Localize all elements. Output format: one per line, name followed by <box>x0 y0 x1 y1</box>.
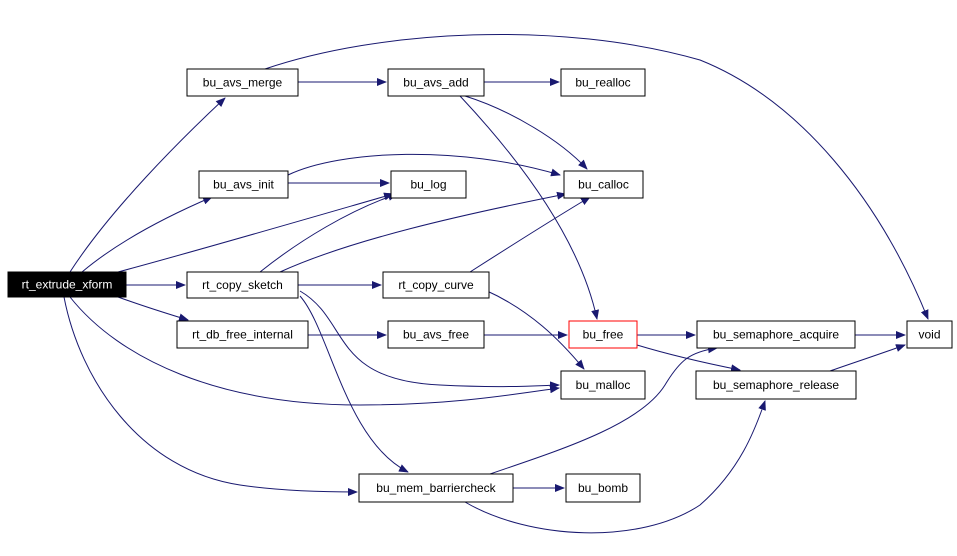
edge-rt-copy-curve-to-bu-calloc <box>469 196 591 273</box>
node-label: bu_avs_free <box>403 328 469 342</box>
node-box <box>382 271 490 299</box>
node-box <box>390 170 467 199</box>
node-label: bu_bomb <box>578 481 628 495</box>
node-bu-calloc[interactable]: bu_calloc <box>563 170 644 199</box>
edge-bu-avs-merge-to-void <box>264 33 929 320</box>
node-bu-avs-merge[interactable]: bu_avs_merge <box>186 68 299 97</box>
edge-rt-copy-sketch-to-bu-mem-barriercheck <box>299 295 409 473</box>
edge-rt-copy-sketch-to-bu-log <box>259 193 398 273</box>
edge-rt-extrude-xform-to-bu-avs-merge <box>69 97 226 273</box>
node-box <box>7 271 127 298</box>
node-void[interactable]: void <box>906 320 953 349</box>
node-box <box>568 320 638 349</box>
edge-bu-mem-barriercheck-to-bu-semaphore-release <box>464 400 766 534</box>
node-bu-avs-free[interactable]: bu_avs_free <box>387 320 485 349</box>
node-label: bu_calloc <box>578 178 629 192</box>
node-box <box>906 320 953 349</box>
node-label: bu_realloc <box>575 76 630 90</box>
node-bu-log[interactable]: bu_log <box>390 170 467 199</box>
node-label: bu_mem_barriercheck <box>376 481 496 495</box>
edge-rt-extrude-xform-to-bu-avs-init <box>81 196 213 273</box>
node-box <box>560 370 646 400</box>
node-label: bu_avs_init <box>213 178 274 192</box>
node-label: rt_extrude_xform <box>22 278 113 292</box>
node-bu-semaphore-acquire[interactable]: bu_semaphore_acquire <box>696 320 856 349</box>
node-bu-semaphore-release[interactable]: bu_semaphore_release <box>695 370 857 400</box>
edge-rt-copy-sketch-to-bu-malloc <box>299 290 560 390</box>
node-label: void <box>918 328 940 342</box>
edge-bu-avs-add-to-bu-free <box>459 95 600 320</box>
node-label: bu_avs_add <box>403 76 468 90</box>
edge-rt-extrude-xform-to-bu-malloc <box>69 296 560 406</box>
edge-rt-extrude-xform-to-bu-log <box>117 192 394 273</box>
edge-rt-copy-curve-to-bu-malloc <box>484 289 585 370</box>
node-bu-free[interactable]: bu_free <box>568 320 638 349</box>
node-label: rt_copy_sketch <box>202 278 283 292</box>
node-bu-malloc[interactable]: bu_malloc <box>560 370 646 400</box>
node-label: rt_db_free_internal <box>192 328 293 342</box>
node-box <box>176 320 309 349</box>
node-rt-db-free-internal[interactable]: rt_db_free_internal <box>176 320 309 349</box>
node-rt-extrude-xform[interactable]: rt_extrude_xform <box>7 271 127 298</box>
node-box <box>560 68 646 97</box>
node-label: bu_malloc <box>576 378 631 392</box>
edge-bu-mem-barriercheck-to-bu-semaphore-acquire <box>489 345 718 475</box>
node-label: bu_semaphore_release <box>713 378 839 392</box>
edge-bu-avs-init-to-bu-calloc <box>287 153 561 177</box>
node-box <box>565 473 641 503</box>
edge-bu-free-to-bu-semaphore-release <box>636 344 741 373</box>
edge-bu-avs-add-to-bu-calloc <box>464 95 588 170</box>
edge-rt-copy-sketch-to-bu-calloc <box>279 191 567 273</box>
node-box <box>695 370 857 400</box>
node-label: bu_log <box>410 178 446 192</box>
edge-bu-semaphore-release-to-void <box>829 344 906 372</box>
node-box <box>387 320 485 349</box>
node-box <box>696 320 856 349</box>
node-rt-copy-curve[interactable]: rt_copy_curve <box>382 271 490 299</box>
node-box <box>387 68 485 97</box>
node-box <box>358 473 514 503</box>
node-label: bu_free <box>583 328 624 342</box>
node-label: bu_semaphore_acquire <box>713 328 839 342</box>
node-box <box>563 170 644 199</box>
node-box <box>198 170 289 199</box>
node-rt-copy-sketch[interactable]: rt_copy_sketch <box>186 271 299 299</box>
node-bu-bomb[interactable]: bu_bomb <box>565 473 641 503</box>
node-label: bu_avs_merge <box>203 76 283 90</box>
node-bu-mem-barriercheck[interactable]: bu_mem_barriercheck <box>358 473 514 503</box>
node-box <box>186 271 299 299</box>
node-bu-avs-add[interactable]: bu_avs_add <box>387 68 485 97</box>
node-bu-avs-init[interactable]: bu_avs_init <box>198 170 289 199</box>
node-bu-realloc[interactable]: bu_realloc <box>560 68 646 97</box>
edges-layer <box>63 33 929 534</box>
node-box <box>186 68 299 97</box>
edge-rt-extrude-xform-to-rt-db-free-internal <box>117 296 189 322</box>
node-label: rt_copy_curve <box>398 278 474 292</box>
edge-rt-extrude-xform-to-bu-mem-barriercheck <box>63 296 358 496</box>
